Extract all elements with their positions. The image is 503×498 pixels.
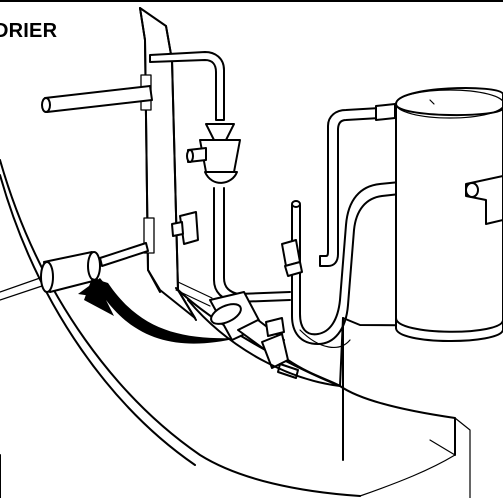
compressor <box>395 87 503 342</box>
panel-valve <box>171 211 199 245</box>
service-valve <box>281 239 303 277</box>
discharge-line <box>291 103 408 345</box>
diagram-title: DRIER <box>0 20 58 42</box>
suction-line <box>149 51 291 303</box>
replacement-arrow <box>78 278 238 344</box>
drip-tray <box>187 299 351 387</box>
old-filter-drier <box>0 242 149 301</box>
cabinet-wall <box>0 159 456 497</box>
upper-pass-through-pipe <box>41 85 153 113</box>
